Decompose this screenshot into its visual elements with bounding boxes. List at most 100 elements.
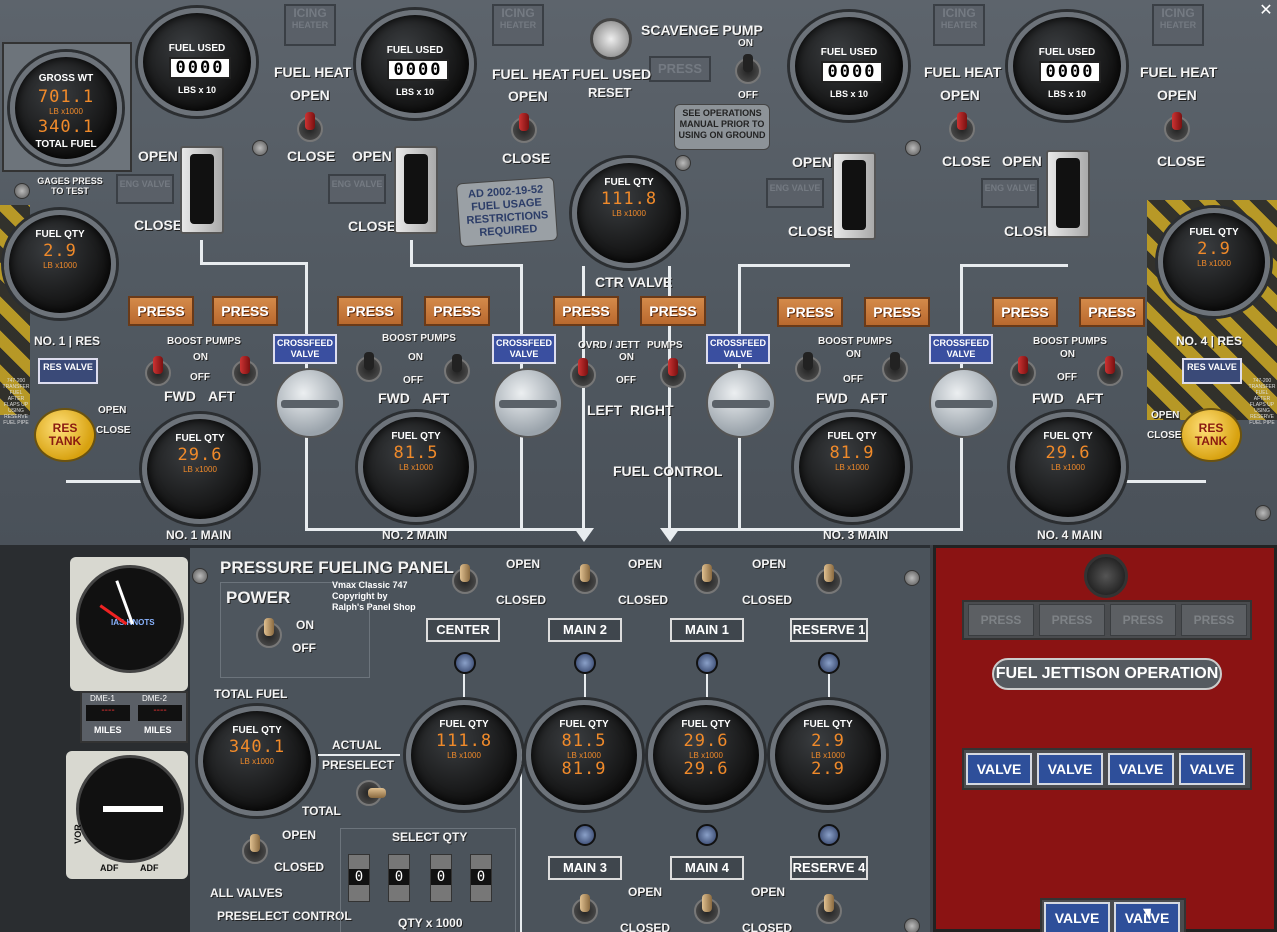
reserve1-valve-knob[interactable] — [818, 652, 840, 674]
ovrd-jett-left-switch[interactable] — [570, 358, 596, 388]
main1-main4-qty-gauge: FUEL QTY 29.6 LB x1000 29.6 — [648, 700, 764, 810]
crossfeed-valve-3-button[interactable]: CROSSFEED VALVE — [706, 334, 770, 364]
pumps-label: PUMPS — [647, 340, 683, 351]
center-tank-button[interactable]: CENTER — [426, 618, 500, 642]
fuel-used-reset-button[interactable] — [590, 18, 632, 60]
rmi-needle — [103, 806, 163, 812]
jettison-bottom-valve-1-button[interactable]: VALVE — [1044, 902, 1110, 932]
main4-closed-label: CLOSED — [742, 921, 793, 932]
fuel-heat-switch-3[interactable] — [949, 112, 975, 142]
gages-test-button[interactable] — [14, 183, 30, 199]
panel-screw — [904, 918, 920, 932]
fuel-flow-arrow-left — [574, 528, 594, 542]
ovrd-off-label: OFF — [616, 375, 636, 386]
boost-pump-1-aft-switch[interactable] — [232, 356, 258, 386]
eng-valve-lever-1[interactable] — [180, 146, 224, 234]
main-1-qty-gauge: FUEL QTY 29.6 LB x1000 — [142, 414, 258, 524]
main1-tank-button[interactable]: MAIN 1 — [670, 618, 744, 642]
qty-unit-label: QTY x 1000 — [398, 916, 463, 930]
res-tank-1-button[interactable]: RES TANK — [34, 408, 96, 462]
jettison-bottom-valve-2-button[interactable]: VALVE — [1114, 902, 1180, 932]
qty-digit-4[interactable]: 0 — [470, 854, 492, 902]
boost-pump-1-fwd-switch[interactable] — [145, 356, 171, 386]
qty-digit-1[interactable]: 0 — [348, 854, 370, 902]
main3-tank-button[interactable]: MAIN 3 — [548, 856, 622, 880]
boost-off-label-1: OFF — [190, 372, 210, 383]
main4-valve-knob[interactable] — [696, 824, 718, 846]
crossfeed-valve-4-button[interactable]: CROSSFEED VALVE — [929, 334, 993, 364]
boost-pump-2-aft-switch[interactable] — [444, 354, 470, 384]
eng-valve-lever-2[interactable] — [394, 146, 438, 234]
main4-tank-button[interactable]: MAIN 4 — [670, 856, 744, 880]
crossfeed-knob-3[interactable] — [706, 368, 776, 438]
center-valve-switch[interactable] — [452, 564, 478, 594]
jettison-knob[interactable] — [1084, 554, 1128, 598]
reserve1-valve-switch[interactable] — [816, 564, 842, 594]
jettison-valve-2-button[interactable]: VALVE — [1037, 753, 1103, 785]
main3-valve-switch[interactable] — [572, 894, 598, 924]
eng-valve-light-3: ENG VALVE — [766, 178, 824, 208]
boost-pump-2-fwd-switch[interactable] — [356, 352, 382, 382]
fwd-label-4: FWD — [1032, 390, 1064, 406]
jettison-valve-4-button[interactable]: VALVE — [1179, 753, 1245, 785]
press-light-1-aft: PRESS — [212, 296, 278, 326]
ctr-valve-label: CTR VALVE — [595, 274, 673, 290]
main2-tank-button[interactable]: MAIN 2 — [548, 618, 622, 642]
main3-valve-knob[interactable] — [574, 824, 596, 846]
jettison-valve-3-button[interactable]: VALVE — [1108, 753, 1174, 785]
qty-digit-3[interactable]: 0 — [430, 854, 452, 902]
main1-valve-knob[interactable] — [696, 652, 718, 674]
eng-valve-open-label-4: OPEN — [1002, 153, 1042, 169]
qty-digit-2[interactable]: 0 — [388, 854, 410, 902]
scavenge-pump-switch[interactable] — [735, 54, 761, 84]
boost-pump-4-aft-switch[interactable] — [1097, 356, 1123, 386]
fuel-heat-switch-2[interactable] — [511, 113, 537, 143]
eng-valve-lever-4[interactable] — [1046, 150, 1090, 238]
main2-valve-knob[interactable] — [574, 652, 596, 674]
no3-main-label: NO. 3 MAIN — [823, 528, 889, 542]
main2-valve-switch[interactable] — [572, 564, 598, 594]
select-qty-box — [340, 828, 516, 932]
boost-pump-3-aft-switch[interactable] — [882, 352, 908, 382]
boost-on-label-3: ON — [846, 349, 861, 360]
boost-pump-3-fwd-switch[interactable] — [795, 352, 821, 382]
total-fuel-label: TOTAL FUEL — [214, 687, 288, 701]
press-light-4-fwd: PRESS — [992, 297, 1058, 327]
crossfeed-knob-4[interactable] — [929, 368, 999, 438]
power-switch[interactable] — [256, 618, 282, 648]
crossfeed-knob-2[interactable] — [493, 368, 563, 438]
reserve4-valve-knob[interactable] — [818, 824, 840, 846]
res-valve-4-button[interactable]: RES VALVE — [1182, 358, 1242, 384]
boost-pump-4-fwd-switch[interactable] — [1010, 356, 1036, 386]
jettison-valve-1-button[interactable]: VALVE — [966, 753, 1032, 785]
total-label: TOTAL — [302, 804, 341, 818]
close-icon[interactable]: ✕ — [1259, 2, 1273, 19]
fuel-heat-switch-1[interactable] — [297, 112, 323, 142]
fuel-heat-switch-4[interactable] — [1164, 112, 1190, 142]
all-valves-switch[interactable] — [242, 834, 268, 864]
eng-valve-lever-3[interactable] — [832, 152, 876, 240]
main2-closed-label: CLOSED — [618, 593, 669, 607]
crossfeed-valve-2-button[interactable]: CROSSFEED VALVE — [492, 334, 556, 364]
dme2-display: ---- — [138, 705, 182, 721]
main2-open-label: OPEN — [628, 557, 663, 571]
actual-preselect-switch[interactable] — [356, 780, 386, 806]
ovrd-jett-right-switch[interactable] — [660, 358, 686, 388]
reserve1-tank-button[interactable]: RESERVE 1 — [790, 618, 868, 642]
gross-weight-title: GROSS WT — [38, 73, 94, 84]
res-tank-4-button[interactable]: RES TANK — [1180, 408, 1242, 462]
reserve4-valve-switch[interactable] — [816, 894, 842, 924]
crossfeed-knob-1[interactable] — [275, 368, 345, 438]
res-tank-1-close-label: CLOSE — [96, 425, 131, 436]
fuel-line — [706, 674, 708, 698]
main1-valve-switch[interactable] — [694, 564, 720, 594]
reserve4-tank-button[interactable]: RESERVE 4 — [790, 856, 868, 880]
main4-valve-switch[interactable] — [694, 894, 720, 924]
crossfeed-valve-1-button[interactable]: CROSSFEED VALVE — [273, 334, 337, 364]
center-valve-knob[interactable] — [454, 652, 476, 674]
res-valve-1-button[interactable]: RES VALVE — [38, 358, 98, 384]
